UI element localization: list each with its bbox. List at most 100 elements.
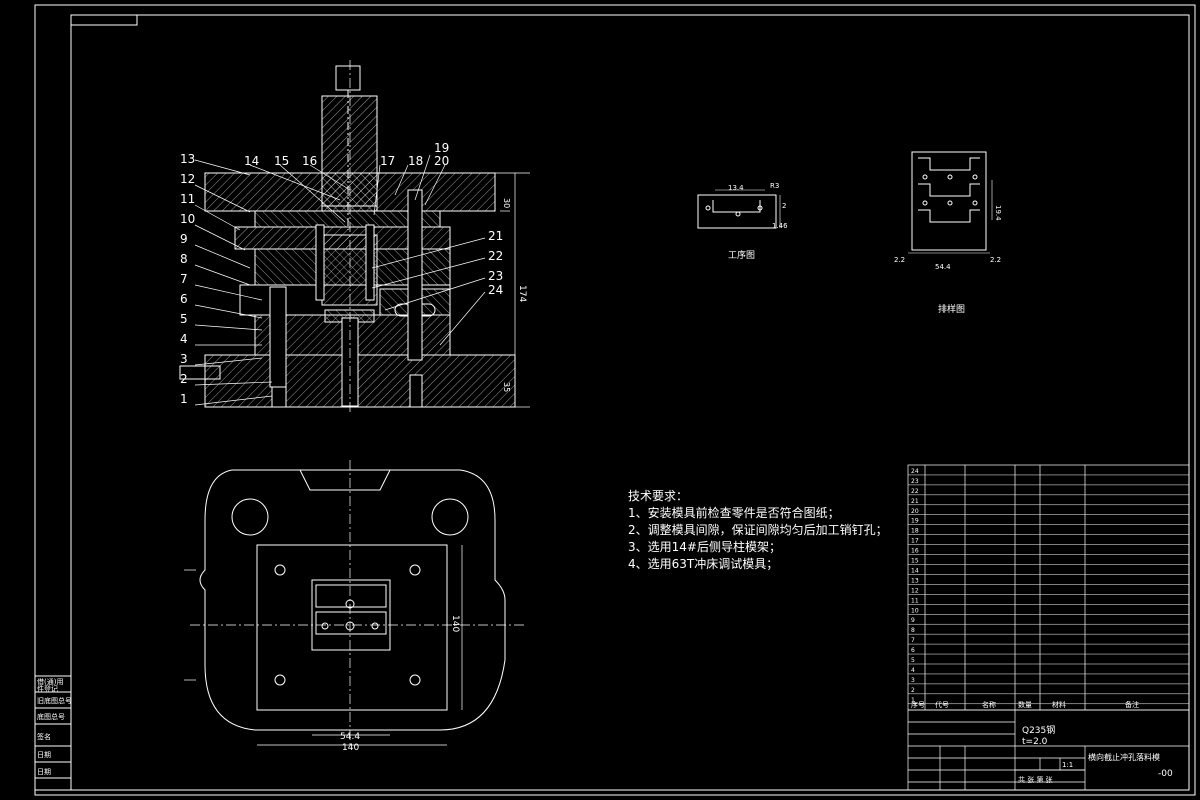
- bom-header-material: 材料: [1052, 700, 1066, 709]
- outer-border: [34, 4, 1196, 796]
- part-no-15: 15: [274, 154, 289, 168]
- bom-row-number: 11: [911, 597, 919, 604]
- bom-header-qty: 数量: [1018, 700, 1032, 709]
- part-no-8: 8: [180, 252, 188, 266]
- bom-row-number: 17: [911, 538, 919, 545]
- tb-product: 横向截止冲孔落料模: [1088, 752, 1160, 762]
- wp-dim-3: 2: [782, 202, 786, 210]
- wp-dim-4: 1.46: [772, 222, 788, 230]
- tech-req-4: 4、选用63T冲床调试模具；: [628, 557, 779, 571]
- layout-drawing: [908, 151, 993, 254]
- side-label-2: 件登记: [37, 684, 58, 693]
- plan-labels: 54.4 140 140: [340, 615, 460, 753]
- tech-requirements: 技术要求： 1、安装模具前检查零件是否符合图纸； 2、调整模具间隙，保证间隙均匀…: [628, 488, 888, 573]
- bom-header-no: 序号: [911, 700, 925, 709]
- layout-dim-2: 54.4: [935, 263, 951, 271]
- tb-scale: 1:1: [1062, 761, 1073, 769]
- tb-sheet: 共 张 第 张: [1018, 775, 1053, 784]
- workpiece-drawing: [697, 189, 781, 229]
- dim-plan-width-2: 140: [342, 743, 359, 753]
- part-no-21: 21: [488, 229, 503, 243]
- bom-row-number: 10: [911, 607, 919, 614]
- part-no-22: 22: [488, 249, 503, 263]
- side-label-6: 日期: [37, 751, 51, 759]
- part-no-7: 7: [180, 272, 188, 286]
- bom-table: [907, 464, 1190, 711]
- wp-dim-2: R3: [770, 182, 779, 190]
- layout-caption: 排样图: [938, 303, 965, 315]
- part-no-13: 13: [180, 152, 195, 166]
- tb-thickness: t=2.0: [1022, 737, 1048, 747]
- inner-border: [70, 14, 1190, 791]
- part-no-19: 19: [434, 141, 449, 155]
- tb-drawing-no: -00: [1158, 769, 1173, 779]
- part-no-20: 20: [434, 154, 449, 168]
- part-no-10: 10: [180, 212, 195, 226]
- dim-bottom-plate: 35: [502, 382, 511, 392]
- bom-row-number: 20: [911, 508, 919, 515]
- dim-plan-width-1: 54.4: [340, 732, 360, 742]
- part-no-16: 16: [302, 154, 317, 168]
- part-no-2: 2: [180, 372, 188, 386]
- bom-row-number: 16: [911, 548, 919, 555]
- part-no-3: 3: [180, 352, 188, 366]
- bom-row-number: 8: [911, 627, 915, 634]
- bom-row-number: 7: [911, 637, 915, 644]
- part-no-6: 6: [180, 292, 188, 306]
- part-no-17: 17: [380, 154, 395, 168]
- section-view: [179, 60, 530, 415]
- tb-material: Q235钢: [1022, 724, 1055, 736]
- bom-row-number: 6: [911, 647, 915, 654]
- side-strip: [34, 675, 72, 791]
- bom-row-number: 21: [911, 498, 919, 505]
- part-no-14: 14: [244, 154, 259, 168]
- side-label-5: 签名: [37, 732, 51, 741]
- section-labels: 13 12 11 10 9 8 7 6 5 4 3 2 1 14 15 16 1…: [180, 141, 527, 406]
- side-label-1: 借(通)用: [37, 677, 63, 686]
- bom-row-number: 24: [911, 468, 919, 475]
- bom-row-number: 18: [911, 528, 919, 535]
- layout-dim-3: 2.2: [990, 256, 1001, 264]
- bom-header-code: 代号: [935, 700, 949, 709]
- bom-row-number: 2: [911, 687, 915, 694]
- title-block: [907, 709, 1190, 791]
- wp-dim-1: 13.4: [728, 184, 744, 192]
- bom-header: 序号 代号 名称 数量 材料 备注: [911, 700, 1139, 709]
- bom-row-lines: [908, 474, 1189, 705]
- bom-row-number: 4: [911, 667, 915, 674]
- part-no-18: 18: [408, 154, 423, 168]
- side-strip-labels: 借(通)用 件登记 旧底图总号 底图总号 签名 日期 日期: [37, 677, 72, 776]
- bom-row-number: 1: [911, 697, 915, 704]
- plan-view: [184, 460, 525, 746]
- workpiece-labels: 13.4 R3 2 1.46 工序图: [728, 182, 788, 261]
- tech-req-title: 技术要求：: [628, 489, 689, 503]
- part-no-5: 5: [180, 312, 188, 326]
- bom-row-number: 9: [911, 617, 915, 624]
- tech-req-3: 3、选用14#后侧导柱模架；: [628, 540, 781, 554]
- corner-box: [70, 14, 138, 26]
- bom-row-number: 5: [911, 657, 915, 664]
- side-label-7: 日期: [37, 768, 51, 776]
- bom-row-number: 19: [911, 518, 919, 525]
- bom-row-number: 3: [911, 677, 915, 684]
- part-no-11: 11: [180, 192, 195, 206]
- dim-plan-height: 140: [450, 615, 460, 632]
- layout-labels: 2.2 54.4 2.2 19.4 排样图: [894, 205, 1002, 315]
- layout-dim-1: 2.2: [894, 256, 905, 264]
- layout-dim-4: 19.4: [994, 205, 1002, 221]
- part-no-1: 1: [180, 392, 188, 406]
- part-no-23: 23: [488, 269, 503, 283]
- part-no-4: 4: [180, 332, 188, 346]
- bom-row-number: 13: [911, 577, 919, 584]
- tech-req-2: 2、调整模具间隙，保证间隙均匀后加工销钉孔；: [628, 523, 888, 537]
- bom-row-number: 22: [911, 488, 919, 495]
- part-no-24: 24: [488, 283, 503, 297]
- bom-row-number: 15: [911, 558, 919, 565]
- part-no-9: 9: [180, 232, 188, 246]
- bom-row-number: 12: [911, 587, 919, 594]
- bom-header-remark: 备注: [1125, 700, 1139, 709]
- bom-row-number: 14: [911, 567, 919, 574]
- side-label-4: 底图总号: [37, 712, 65, 721]
